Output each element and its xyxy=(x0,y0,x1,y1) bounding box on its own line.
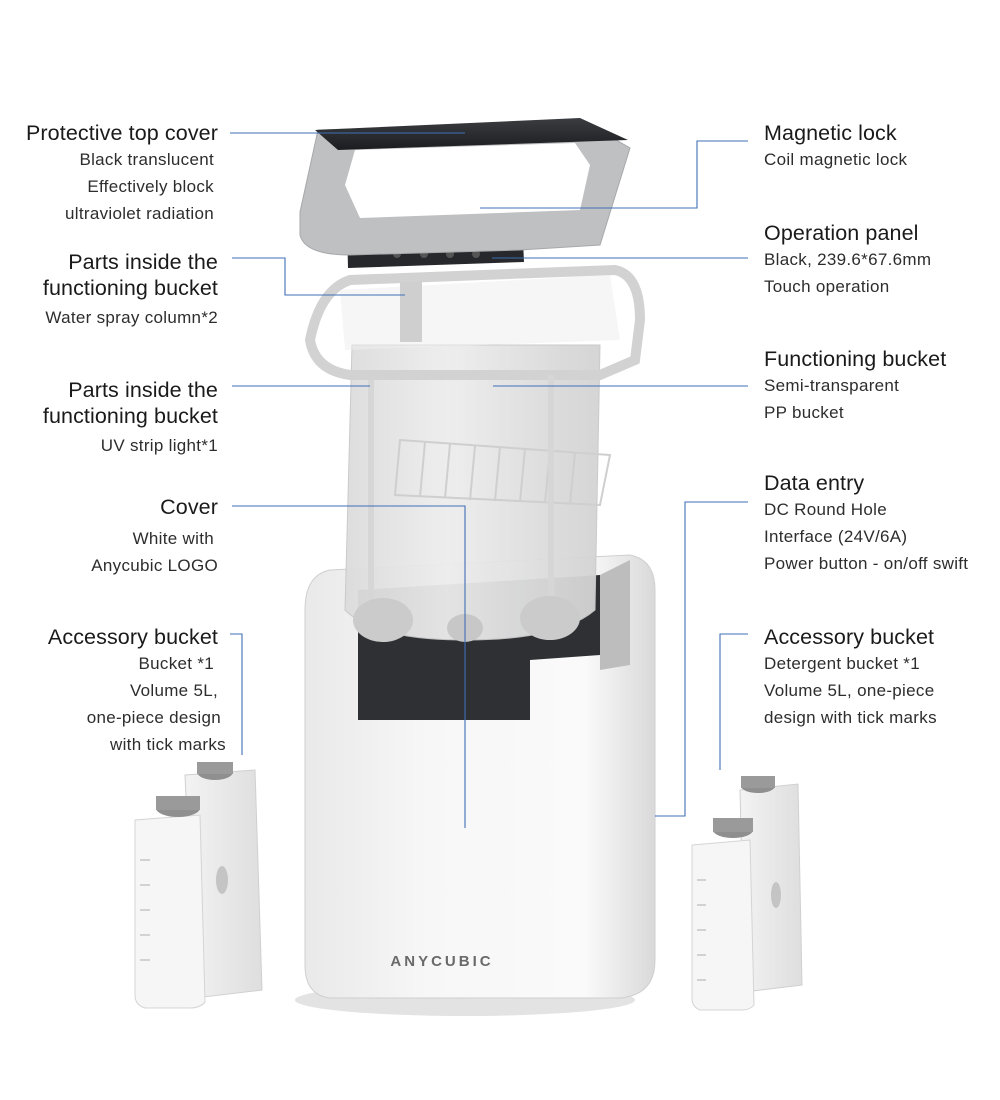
accessory-bucket-right xyxy=(691,776,803,1011)
label-magnetic-lock: Magnetic lock Coil magnetic lock xyxy=(764,120,907,173)
label-functioning-bucket: Functioning bucket Semi-transparent PP b… xyxy=(764,346,946,426)
leader-data-entry xyxy=(655,501,748,817)
label-line: Black translucent xyxy=(79,150,214,169)
label-title: Magnetic lock xyxy=(764,121,897,145)
label-title: Protective top cover xyxy=(25,121,218,145)
label-title: Parts inside the xyxy=(68,378,218,402)
label-parts-spray-column: Parts inside the functioning bucket Wate… xyxy=(43,249,218,331)
leader-accessory-right xyxy=(719,633,748,770)
label-accessory-bucket-right: Accessory bucket Detergent bucket *1 Vol… xyxy=(764,624,937,731)
leader-spray-column xyxy=(232,257,405,296)
label-line: Power button - on/off swift xyxy=(764,554,969,573)
leader-cover xyxy=(232,505,466,828)
label-line: one-piece design xyxy=(86,708,221,727)
label-line: PP bucket xyxy=(764,403,844,422)
label-line: Touch operation xyxy=(764,277,890,296)
label-line: ultraviolet radiation xyxy=(65,204,214,223)
label-line: Bucket *1 xyxy=(138,654,214,673)
label-title: Operation panel xyxy=(764,221,919,245)
label-line: Semi-transparent xyxy=(764,376,900,395)
functioning-bucket xyxy=(304,264,646,642)
label-title: Accessory bucket xyxy=(764,625,935,649)
leader-magnetic-lock xyxy=(480,140,748,209)
leader-lines xyxy=(230,132,748,828)
label-line: with tick marks xyxy=(110,735,226,754)
leader-accessory-left xyxy=(230,633,243,755)
protective-top-cover xyxy=(299,118,631,256)
accessory-bucket-left xyxy=(134,762,263,1009)
label-cover: Cover White with Anycubic LOGO xyxy=(91,494,218,579)
label-title: functioning bucket xyxy=(42,276,218,300)
label-line: Volume 5L, one-piece xyxy=(764,681,935,700)
label-line: DC Round Hole xyxy=(764,500,887,519)
brand-logo: ANYCUBIC xyxy=(390,953,493,970)
label-parts-uv-strip: Parts inside the functioning bucket UV s… xyxy=(43,377,218,459)
label-line: Interface (24V/6A) xyxy=(764,527,908,546)
label-line: Effectively block xyxy=(87,177,214,196)
label-line: Coil magnetic lock xyxy=(764,150,908,169)
label-line: Water spray column*2 xyxy=(45,308,218,327)
label-line: Black, 239.6*67.6mm xyxy=(764,250,932,269)
label-line: Anycubic LOGO xyxy=(91,556,218,575)
label-title: Accessory bucket xyxy=(47,625,218,649)
label-line: design with tick marks xyxy=(764,708,937,727)
label-protective-top-cover: Protective top cover Black translucent E… xyxy=(26,120,218,227)
label-data-entry: Data entry DC Round Hole Interface (24V/… xyxy=(764,470,968,577)
label-title: Functioning bucket xyxy=(764,347,947,371)
label-title: Parts inside the xyxy=(68,250,218,274)
label-operation-panel: Operation panel Black, 239.6*67.6mm Touc… xyxy=(764,220,931,300)
label-accessory-bucket-left: Accessory bucket Bucket *1 Volume 5L, on… xyxy=(47,624,226,758)
label-title: Data entry xyxy=(764,471,865,495)
label-title: functioning bucket xyxy=(42,404,218,428)
label-line: Detergent bucket *1 xyxy=(764,654,920,673)
label-line: UV strip light*1 xyxy=(100,436,218,455)
label-title: Cover xyxy=(160,495,218,519)
label-line: Volume 5L, xyxy=(129,681,218,700)
label-line: White with xyxy=(132,529,214,548)
